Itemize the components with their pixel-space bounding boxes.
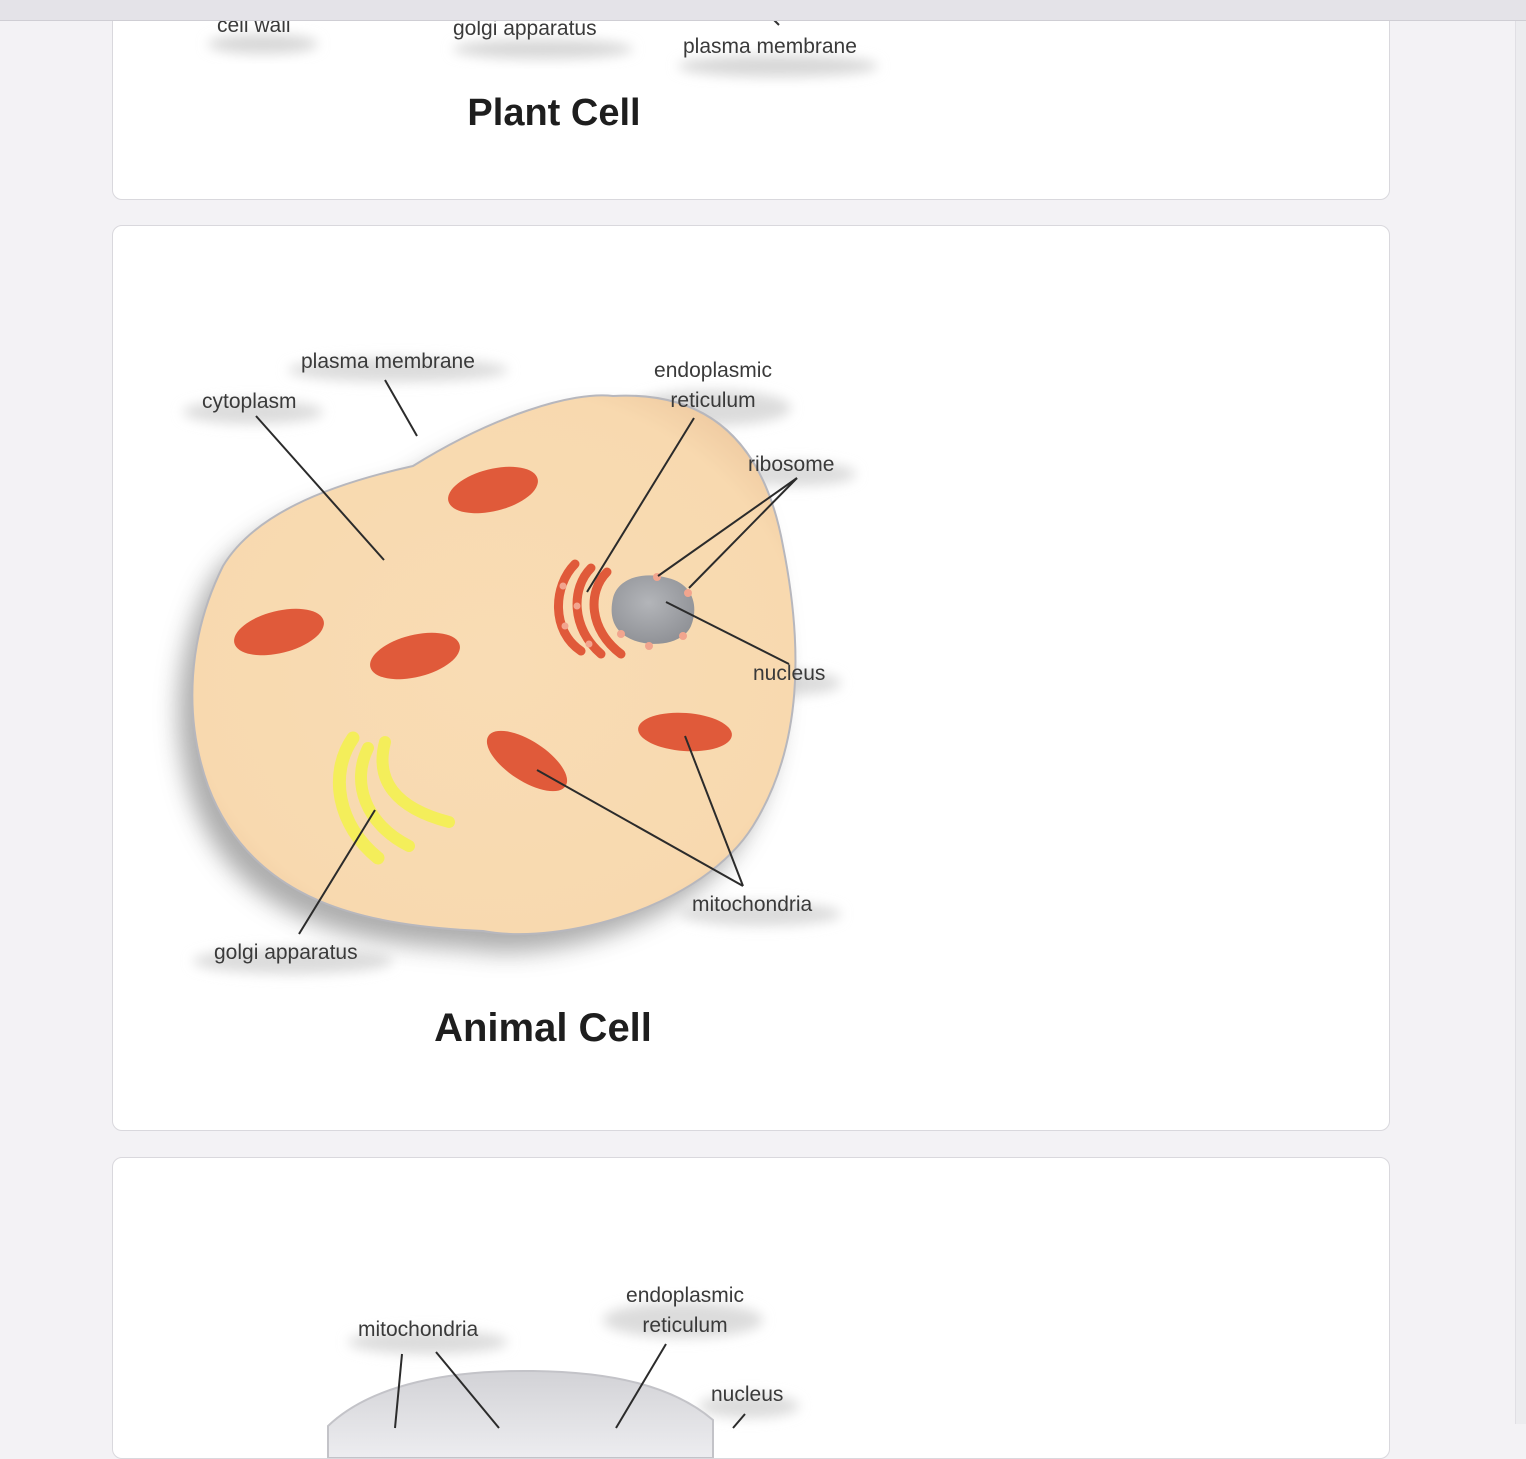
label-shadow <box>678 55 878 77</box>
plant-cell-card: cell wall golgi apparatus plasma membran… <box>112 0 1390 200</box>
endoplasmic-reticulum <box>589 567 626 659</box>
ribosome-dot <box>573 602 581 610</box>
ribosome-dot <box>585 640 593 648</box>
endoplasmic-reticulum <box>554 559 586 656</box>
leader-line <box>586 417 695 593</box>
golgi-apparatus <box>355 742 415 852</box>
golgi-apparatus <box>332 731 385 865</box>
leader-line <box>394 1353 403 1429</box>
label-shadow <box>681 902 841 926</box>
label-endoplasmic: endoplasmic <box>654 359 772 382</box>
label-golgi-apparatus: golgi apparatus <box>453 17 597 40</box>
animal-cell-diagram: plasma membrane cytoplasm endoplasmic re… <box>178 350 856 1050</box>
label-shadow <box>288 358 508 382</box>
browser-toolbar-edge <box>0 0 1526 21</box>
label-endoplasmic: endoplasmic <box>626 1284 744 1307</box>
leader-line <box>684 735 744 887</box>
leader-lines <box>394 1343 746 1429</box>
mitochondrion <box>448 466 538 514</box>
label-mitochondria: mitochondria <box>692 893 813 916</box>
cell-diagram: mitochondria endoplasmic reticulum nucle… <box>327 1284 799 1458</box>
ribosome-dot <box>645 642 653 650</box>
label-shadow <box>453 39 633 59</box>
leader-line <box>657 477 798 577</box>
label-reticulum: reticulum <box>642 1314 727 1337</box>
leader-line <box>384 379 418 437</box>
label-shadow <box>348 1330 508 1354</box>
label-shadow <box>183 400 323 424</box>
nucleus <box>611 575 695 644</box>
diagram-title: Plant Cell <box>467 92 640 134</box>
cell-diagram-card: mitochondria endoplasmic reticulum nucle… <box>112 1157 1390 1459</box>
ribosome-dot <box>684 589 692 597</box>
label-shadow <box>736 462 856 486</box>
label-cytoplasm: cytoplasm <box>202 390 297 413</box>
ribosome-dot <box>679 632 687 640</box>
label-shadow <box>208 34 318 54</box>
label-mitochondria: mitochondria <box>358 1318 479 1341</box>
label-shadow <box>699 1394 799 1418</box>
golgi-apparatus <box>376 736 455 828</box>
label-reticulum: reticulum <box>670 389 755 412</box>
animal-cell-card: plasma membrane cytoplasm endoplasmic re… <box>112 225 1390 1131</box>
ribosome-dot <box>617 630 625 638</box>
leader-line <box>255 415 385 561</box>
ribosome-dot <box>561 622 569 630</box>
plant-cell-diagram: cell wall golgi apparatus plasma membran… <box>208 13 878 134</box>
mitochondrion <box>234 608 324 656</box>
label-shadow <box>603 1302 763 1338</box>
mitochondrion <box>638 712 732 752</box>
leader-lines <box>255 379 798 935</box>
leader-line <box>688 477 798 589</box>
leader-line <box>435 1351 500 1429</box>
label-nucleus: nucleus <box>753 662 825 685</box>
scrollbar-track[interactable] <box>1515 20 1526 1424</box>
label-nucleus: nucleus <box>711 1383 783 1406</box>
label-plasma-membrane: plasma membrane <box>683 35 857 58</box>
label-ribosome: ribosome <box>748 453 834 476</box>
label-plasma-membrane: plasma membrane <box>301 350 475 373</box>
diagram-title: Animal Cell <box>434 1006 652 1050</box>
leader-line <box>536 769 744 887</box>
label-golgi-apparatus: golgi apparatus <box>214 941 358 964</box>
ribosome-dot <box>559 582 567 590</box>
leader-line <box>615 1343 667 1429</box>
label-shadow <box>193 948 393 974</box>
leader-line <box>665 601 790 665</box>
cell-membrane <box>327 1369 714 1458</box>
mitochondrion <box>370 632 460 680</box>
leader-line <box>298 809 376 935</box>
